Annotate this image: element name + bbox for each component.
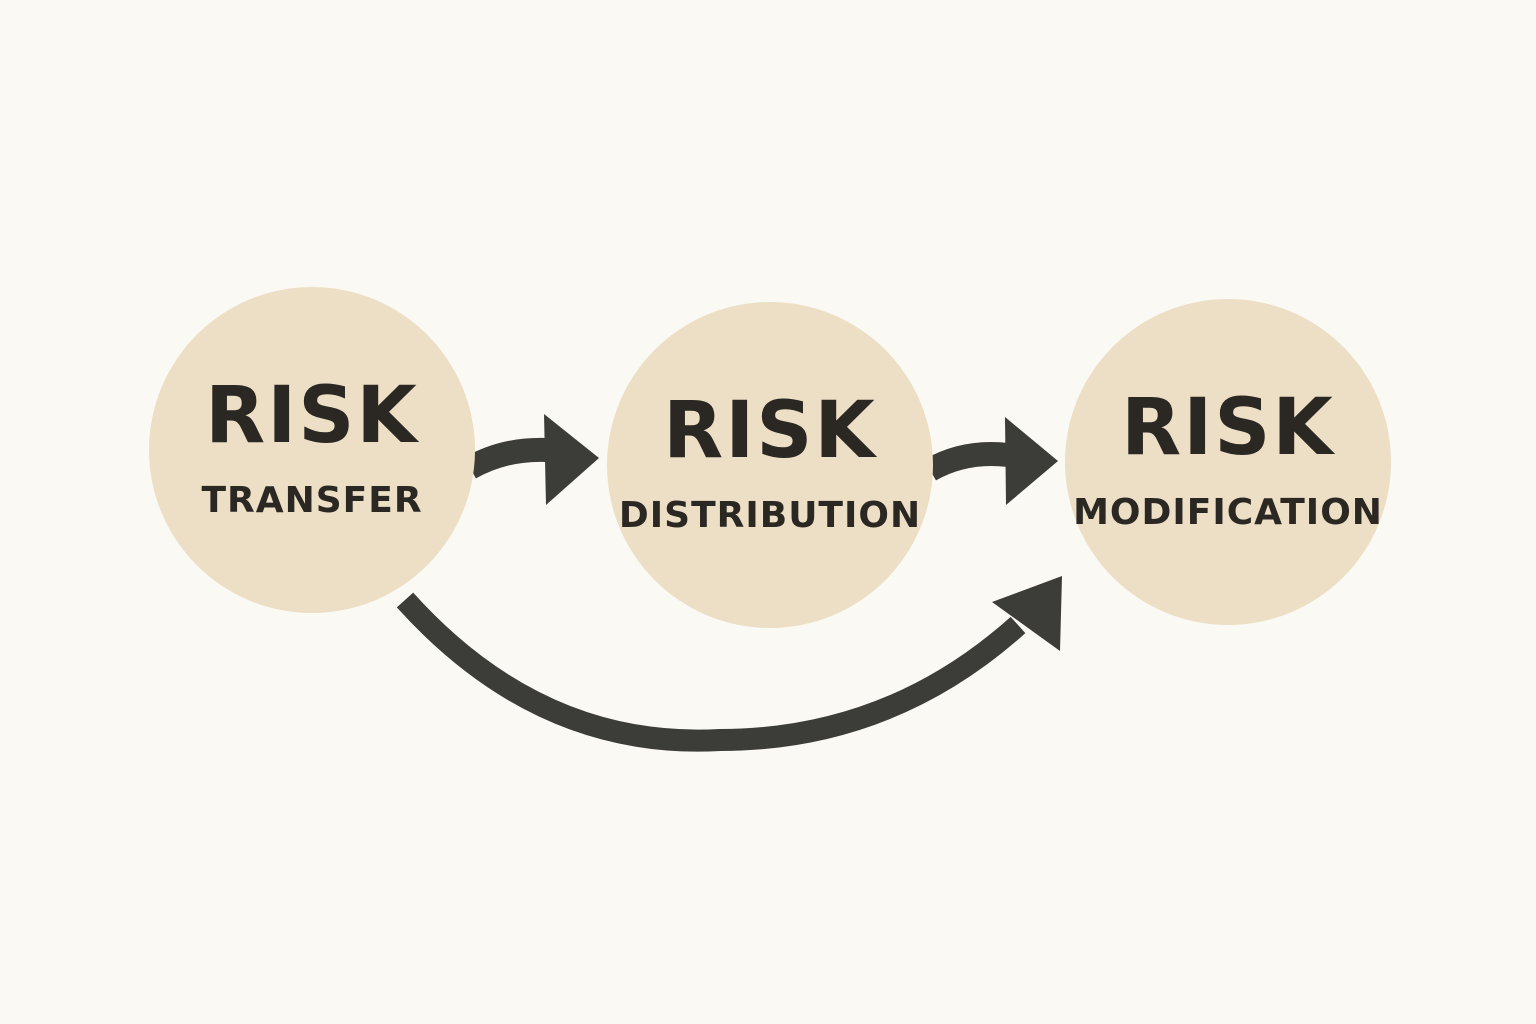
node-title: RISK — [205, 371, 419, 461]
node-risk-distribution: RISK DISTRIBUTION — [607, 302, 933, 628]
node-subtitle: MODIFICATION — [1073, 492, 1383, 533]
node-subtitle: DISTRIBUTION — [618, 495, 922, 536]
node-title: RISK — [663, 386, 877, 476]
node-subtitle: TRANSFER — [201, 480, 423, 521]
node-risk-modification: RISK MODIFICATION — [1065, 299, 1391, 625]
node-title: RISK — [1121, 383, 1335, 473]
arrowhead-distribution-to-modification — [1005, 417, 1058, 505]
node-risk-transfer: RISK TRANSFER — [149, 287, 475, 613]
arrow-distribution-to-modification — [924, 442, 1010, 481]
arrowhead-transfer-to-distribution — [544, 414, 599, 505]
arrow-transfer-to-distribution — [464, 437, 549, 479]
arrowhead-transfer-to-modification — [992, 576, 1062, 651]
arrow-transfer-to-modification — [396, 592, 1026, 752]
